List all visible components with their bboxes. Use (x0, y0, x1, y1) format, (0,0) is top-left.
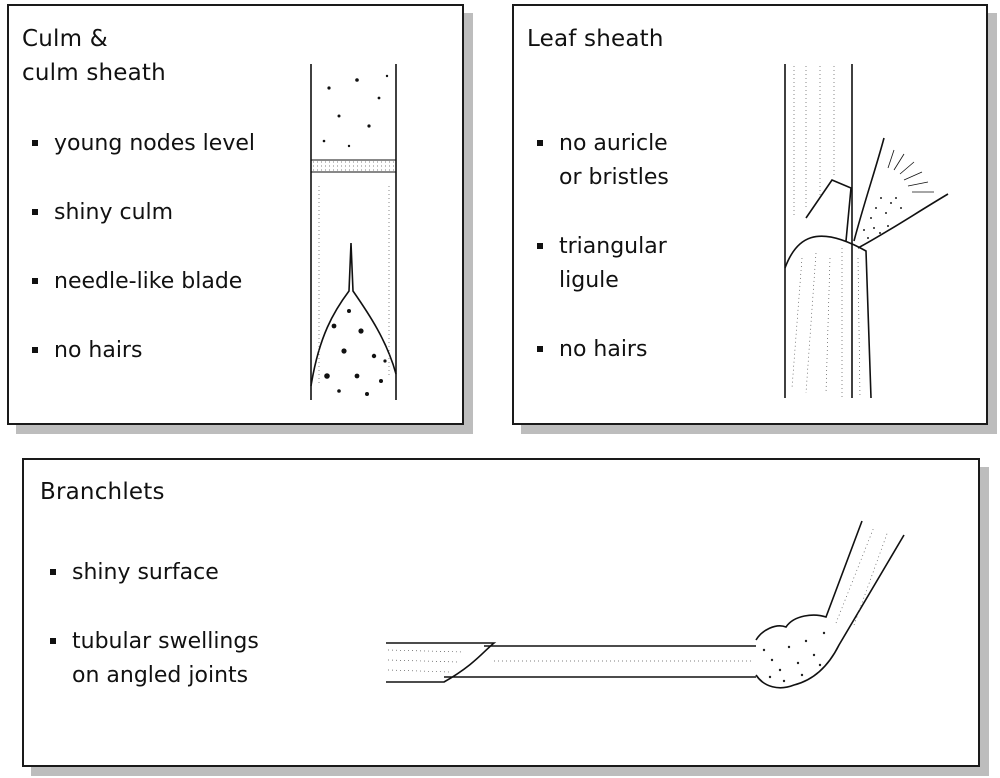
culm-panel-title: Culm & culm sheath (22, 22, 166, 90)
culm-bullet-item: no hairs (32, 334, 255, 368)
branchlets-bullet-item: shiny surface (50, 556, 259, 590)
leaf-sheath-bullet-item: no hairs (537, 333, 669, 367)
leaf-sheath-bullet-list: no auricle or bristles triangular ligule… (537, 127, 669, 368)
branchlets-panel: Branchlets shiny surface tubular swellin… (22, 458, 980, 767)
culm-bullet-item: needle-like blade (32, 265, 255, 299)
culm-illustration (299, 56, 419, 406)
leaf-sheath-bullet-line: no auricle (559, 131, 668, 156)
culm-title-line1: Culm & (22, 26, 108, 52)
branchlets-title: Branchlets (40, 479, 165, 505)
leaf-sheath-bullet-item: no auricle or bristles (537, 127, 669, 195)
branchlets-bullet-line: on angled joints (72, 663, 249, 688)
leaf-sheath-illustration (776, 58, 956, 408)
culm-panel: Culm & culm sheath young nodes level shi… (7, 4, 464, 425)
culm-bullet-item: shiny culm (32, 196, 255, 230)
leaf-sheath-bullet-item: triangular ligule (537, 230, 669, 298)
culm-bullet-list: young nodes level shiny culm needle-like… (32, 127, 255, 403)
branchlets-illustration (384, 515, 924, 705)
culm-title-line2: culm sheath (22, 60, 166, 86)
culm-bullet-item: young nodes level (32, 127, 255, 161)
branchlets-bullet-line: tubular swellings (72, 629, 259, 654)
leaf-sheath-bullet-line: or bristles (559, 165, 669, 190)
branchlets-bullet-item: tubular swellings on angled joints (50, 625, 259, 693)
leaf-sheath-title: Leaf sheath (527, 26, 664, 52)
branchlets-bullet-list: shiny surface tubular swellings on angle… (50, 556, 259, 728)
leaf-sheath-bullet-line: triangular (559, 234, 667, 259)
leaf-sheath-panel: Leaf sheath no auricle or bristles trian… (512, 4, 988, 425)
leaf-sheath-bullet-line: ligule (559, 268, 619, 293)
